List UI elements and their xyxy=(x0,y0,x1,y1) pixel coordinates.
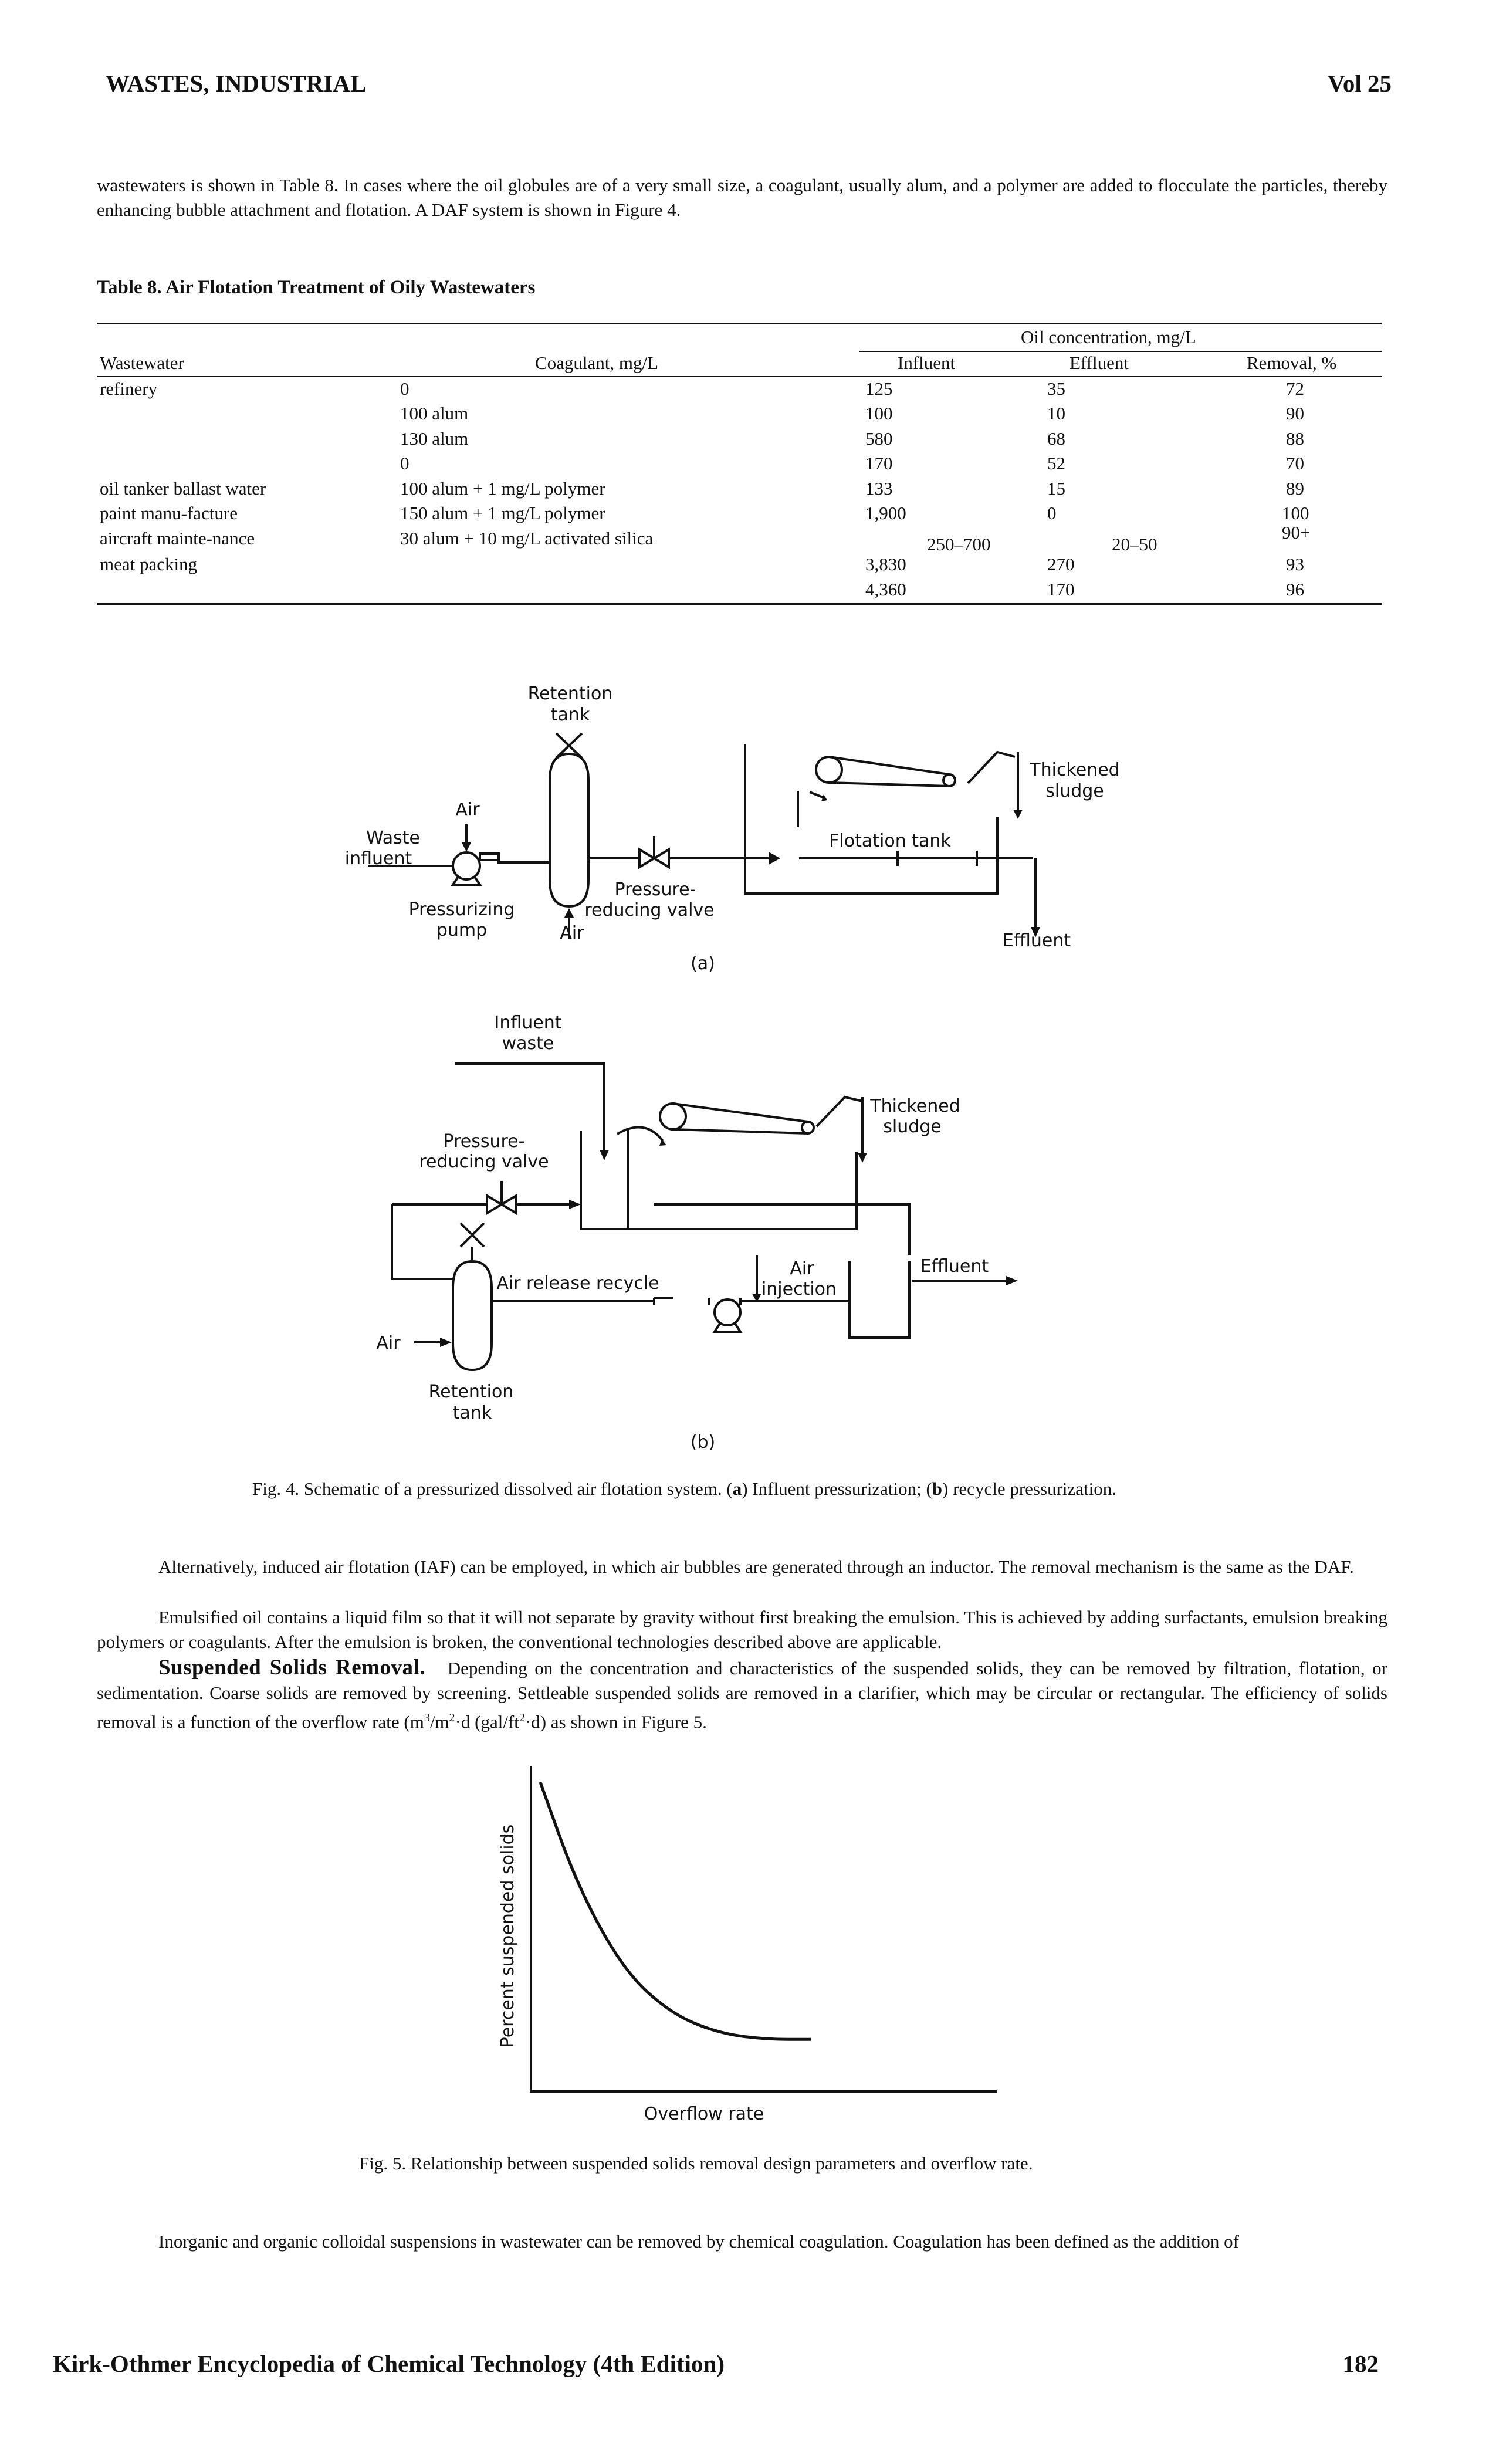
table-cell: meat packing xyxy=(100,554,198,574)
table-cell: aircraft mainte-nance xyxy=(100,528,255,549)
table-cell: 170 xyxy=(865,453,893,473)
fig4b-valve-label-2: reducing valve xyxy=(419,1152,549,1172)
figure-4-caption: Fig. 4. Schematic of a pressurized disso… xyxy=(252,1478,1116,1499)
series-line xyxy=(539,1781,811,2041)
fig4a-effluent-label: Effluent xyxy=(1003,930,1071,951)
table-top-rule xyxy=(97,323,1382,324)
table-bottom-rule xyxy=(97,603,1382,605)
paragraph-iaf: Alternatively, induced air flotation (IA… xyxy=(158,1556,1354,1577)
page-number: 182 xyxy=(1342,2350,1379,2377)
table-cell: 89 xyxy=(1286,478,1304,499)
table-cell: 100 xyxy=(1282,503,1309,523)
table-header-rule xyxy=(97,376,1382,377)
table-cell: 90 xyxy=(1286,403,1304,424)
col-header-coagulant: Coagulant, mg/L xyxy=(535,353,659,373)
intro-paragraph: wastewaters is shown in Table 8. In case… xyxy=(97,175,1387,220)
fig4a-flotation-label: Flotation tank xyxy=(829,831,951,851)
col-header-wastewater: Wastewater xyxy=(100,353,184,373)
table-cell: 30 alum + 10 mg/L activated silica xyxy=(400,528,654,549)
fig4b-air-injection-1: Air xyxy=(790,1258,814,1279)
table-cell: 0 xyxy=(400,378,409,399)
running-header-title: WASTES, INDUSTRIAL xyxy=(106,70,367,97)
fig4a-sludge-label-2: sludge xyxy=(1045,781,1104,801)
table-cell: 52 xyxy=(1047,453,1065,473)
table-cell: 10 xyxy=(1047,403,1065,424)
col-header-effluent: Effluent xyxy=(1069,353,1129,373)
fig4b-sludge-label-2: sludge xyxy=(883,1116,942,1137)
table-cell: 100 alum + 1 mg/L polymer xyxy=(400,478,605,499)
fig4a-waste-label-1: Waste xyxy=(366,828,420,848)
figure-4a-diagram: Retention tank Air Waste influent Pressu… xyxy=(345,683,1120,974)
fig4a-panel-label: (a) xyxy=(691,953,715,974)
col-header-removal: Removal, % xyxy=(1247,353,1337,373)
table-cell: 88 xyxy=(1286,428,1304,449)
table-cell: 4,360 xyxy=(865,579,906,600)
fig4b-air-label: Air xyxy=(376,1333,401,1353)
table-cell: 96 xyxy=(1286,579,1304,600)
fig4b-effluent-label: Effluent xyxy=(920,1256,989,1277)
footer-title: Kirk-Othmer Encyclopedia of Chemical Tec… xyxy=(53,2350,725,2377)
figure-4b-diagram: Influent waste Pressure- reducing valve … xyxy=(376,1013,1018,1453)
table-cell: 35 xyxy=(1047,378,1065,399)
table-cell: 133 xyxy=(865,478,893,499)
table-cell: 15 xyxy=(1047,478,1065,499)
paragraph-suspended-solids: Suspended Solids Removal. Depending on t… xyxy=(97,1656,1387,1732)
fig4a-pump-label-1: Pressurizing xyxy=(409,899,515,920)
col-header-influent: Influent xyxy=(898,353,956,373)
fig4b-valve-label-1: Pressure- xyxy=(444,1131,525,1152)
table-cell: 0 xyxy=(400,453,409,473)
table-cell: 270 xyxy=(1047,554,1075,574)
figure-5-chart: Overflow rate Percent suspended solids xyxy=(497,1766,997,2124)
paragraph-coagulation: Inorganic and organic colloidal suspensi… xyxy=(158,2231,1239,2252)
fig4b-retention-label-1: Retention xyxy=(429,1382,514,1402)
table-cell: paint manu-facture xyxy=(100,503,238,523)
fig4a-valve-label-2: reducing valve xyxy=(584,900,714,920)
fig4a-sludge-label-1: Thickened xyxy=(1029,760,1119,780)
fig4a-retention-label-2: tank xyxy=(551,705,590,725)
table-cell: 1,900 xyxy=(865,503,906,523)
x-axis-label: Overflow rate xyxy=(644,2104,764,2124)
table-cell: 150 alum + 1 mg/L polymer xyxy=(400,503,605,523)
paragraph-emulsified-oil: Emulsified oil contains a liquid film so… xyxy=(97,1607,1387,1652)
table-cell: 0 xyxy=(1047,503,1057,523)
fig4b-panel-label: (b) xyxy=(691,1432,715,1453)
table-cell: 125 xyxy=(865,378,893,399)
y-axis-label: Percent suspended solids xyxy=(497,1825,518,2048)
table-cell: 93 xyxy=(1286,554,1304,574)
table-cell: 100 alum xyxy=(400,403,469,424)
section-heading: Suspended Solids Removal. xyxy=(158,1656,425,1680)
fig4a-waste-label-2: influent xyxy=(345,848,412,869)
table-group-header: Oil concentration, mg/L xyxy=(1021,327,1196,347)
table-cell: 20–50 xyxy=(1112,534,1157,554)
fig4a-valve-label-1: Pressure- xyxy=(615,879,696,900)
fig4b-air-release-label: Air release recycle xyxy=(496,1273,659,1294)
table-cell: 70 xyxy=(1286,453,1304,473)
table-group-rule xyxy=(859,351,1382,352)
running-header-volume: Vol 25 xyxy=(1328,70,1392,97)
table-title: Table 8. Air Flotation Treatment of Oily… xyxy=(97,277,536,298)
chart-axes xyxy=(530,1766,997,2093)
table-cell: 130 alum xyxy=(400,428,469,449)
table-cell: 170 xyxy=(1047,579,1075,600)
fig4b-retention-label-2: tank xyxy=(453,1403,492,1423)
table-cell: 250–700 xyxy=(927,534,991,554)
fig4b-sludge-label-1: Thickened xyxy=(869,1096,960,1116)
fig4b-air-injection-2: injection xyxy=(761,1279,837,1299)
fig4b-influent-label-2: waste xyxy=(502,1033,554,1054)
fig4a-air-bottom: Air xyxy=(560,923,584,943)
fig4a-air-top: Air xyxy=(455,800,480,820)
table-cell: 100 xyxy=(865,403,893,424)
fig4b-influent-label-1: Influent xyxy=(494,1013,561,1033)
table-cell: refinery xyxy=(100,378,158,399)
table-cell: 580 xyxy=(865,428,893,449)
table-cell: oil tanker ballast water xyxy=(100,478,266,499)
figure-5-caption: Fig. 5. Relationship between suspended s… xyxy=(359,2153,1033,2174)
table-cell: 68 xyxy=(1047,428,1065,449)
fig4a-retention-label-1: Retention xyxy=(528,683,613,704)
fig4a-pump-label-2: pump xyxy=(436,920,487,940)
table-cell: 3,830 xyxy=(865,554,906,574)
table-cell: 72 xyxy=(1286,378,1304,399)
table-cell: 90+ xyxy=(1282,522,1311,543)
